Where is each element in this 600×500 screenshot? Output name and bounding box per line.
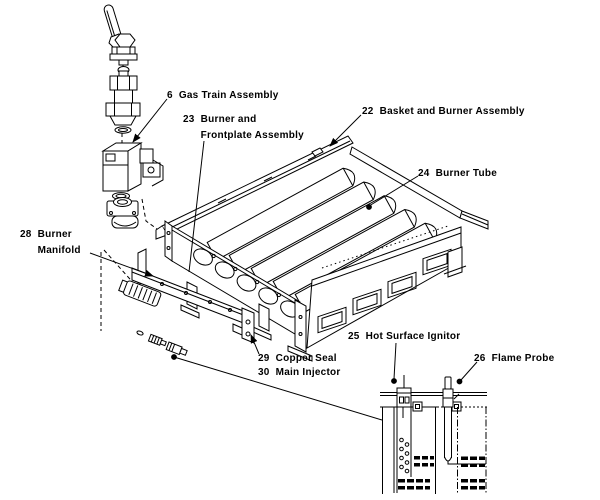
manifold-gas-inlet [118, 279, 162, 307]
frontplate-hole-2 [214, 261, 235, 279]
vent-slot-2 [352, 288, 382, 316]
leader-22 [329, 114, 362, 147]
leader-28 [89, 252, 154, 277]
basket-right-rail [349, 146, 489, 230]
gasket-washer-1 [114, 126, 132, 134]
callout-text: Copper Seal [275, 353, 337, 364]
leader-23 [188, 140, 205, 273]
callout-number: 22 [362, 106, 374, 117]
callout-number: 6 [167, 90, 173, 101]
callout-29-copper-seal: 29 Copper Seal [258, 351, 337, 367]
section-view-leader [171, 354, 383, 421]
frontplate-leg-2 [252, 303, 272, 341]
leader-29-30 [250, 334, 260, 355]
callout-text: Burner and [200, 114, 257, 125]
vent-slot-3 [387, 271, 417, 299]
callout-22-basket-burner: 22 Basket and Burner Assembly [362, 104, 525, 120]
section-inset [380, 375, 487, 494]
callout-24-burner-tube: 24 Burner Tube [418, 166, 497, 182]
callout-text: Burner [37, 229, 72, 240]
gas-train-assembly-drawing [101, 4, 164, 229]
main-injector-part-2 [165, 341, 188, 356]
leader-25 [391, 342, 397, 384]
callout-text: Gas Train Assembly [178, 90, 279, 101]
flame-port-hatch-right [461, 456, 485, 490]
leader-6 [132, 98, 168, 143]
gas-valve-handle [103, 4, 123, 43]
copper-seal-part [136, 330, 144, 336]
callout-26-flame-probe: 26 Flame Probe [474, 351, 554, 367]
callout-number: 28 [20, 229, 32, 240]
callout-23-burner-frontplate: 23 Burner and Frontplate Assembly [183, 112, 304, 144]
burner-tube-2 [228, 181, 376, 274]
burner-tube-4 [272, 208, 417, 300]
flame-port-hatch-left [398, 456, 434, 490]
ignitor-assembly [396, 375, 412, 418]
pipe-stub [111, 215, 139, 229]
burner-tube-3 [250, 195, 397, 287]
callout-number: 30 [258, 367, 270, 378]
frontplate-right-flange [294, 299, 307, 353]
basket-side-wall [306, 226, 467, 349]
callout-number: 26 [474, 353, 486, 364]
callout-leaders [89, 98, 478, 421]
frontplate-hole-1 [193, 248, 213, 266]
probe-tube-section [444, 407, 486, 465]
callout-text: Main Injector [275, 367, 341, 378]
flame-probe-assembly [442, 376, 460, 408]
callout-number: 25 [348, 331, 360, 342]
main-injector-part-1 [147, 333, 167, 347]
frontplate-hole-3 [236, 274, 257, 292]
leader-26 [456, 361, 478, 385]
callout-text: Hot Surface Ignitor [365, 331, 461, 342]
valve-flange [106, 197, 139, 217]
callout-text: Basket and Burner Assembly [379, 106, 525, 117]
mounting-clip-1 [412, 401, 423, 412]
frontplate-hole-4 [258, 287, 279, 305]
shutoff-valve [109, 33, 138, 66]
callout-6-gas-train: 6 Gas Train Assembly [167, 88, 279, 104]
callout-30-main-injector: 30 Main Injector [258, 365, 341, 381]
gas-valve-body [101, 142, 164, 192]
callout-28-burner-manifold: 28 Burner Manifold [20, 227, 81, 259]
frontplate [164, 220, 313, 362]
union-fitting [105, 66, 141, 126]
burner-tube-1 [206, 167, 356, 261]
leader-24 [366, 175, 419, 210]
frontplate-left-flange [164, 220, 173, 262]
callout-number: 23 [183, 114, 195, 125]
callout-text: Frontplate Assembly [200, 130, 304, 141]
callout-25-hot-surface-ignitor: 25 Hot Surface Ignitor [348, 329, 460, 345]
callout-text: Burner Tube [435, 168, 498, 179]
ignitor-tube-section [393, 407, 434, 493]
callout-number: 24 [418, 168, 430, 179]
callout-number: 29 [258, 353, 270, 364]
callout-text: Flame Probe [491, 353, 555, 364]
callout-text: Manifold [37, 245, 81, 256]
vent-slot-1 [317, 306, 347, 334]
wall-end-foot [447, 246, 463, 278]
